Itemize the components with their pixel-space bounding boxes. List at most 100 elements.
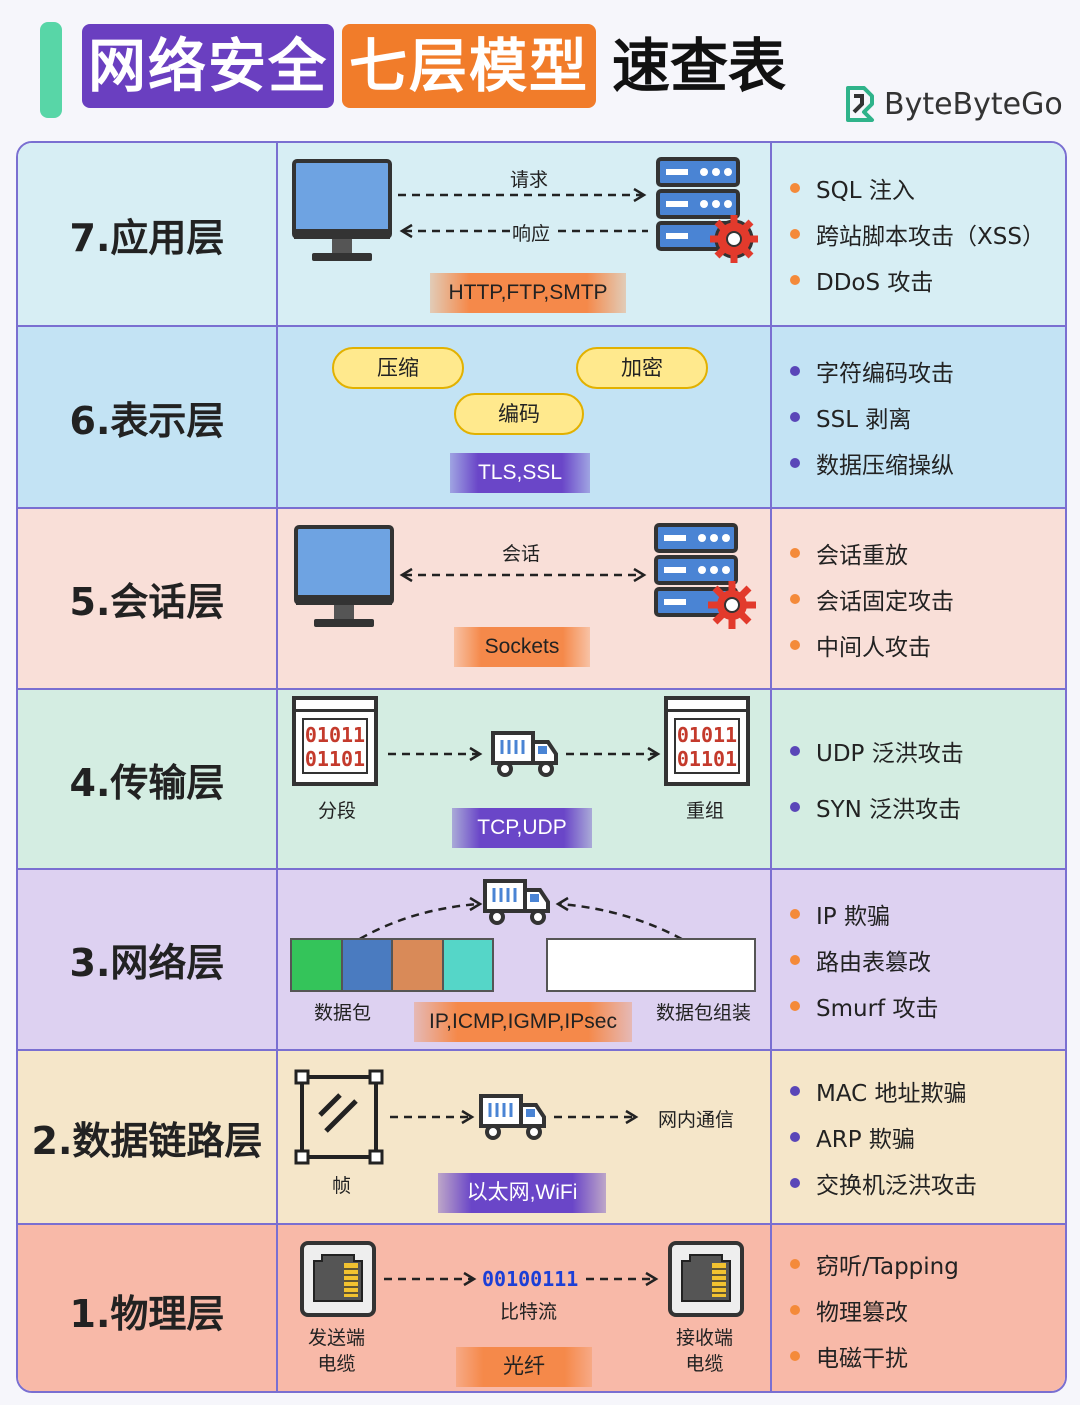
monitor-icon [294, 525, 394, 627]
layer-diagram: 数据包 数据包组装 IP,ICMP,IGMP,IPsec [278, 870, 772, 1049]
reassemble-label: 重组 [686, 800, 725, 822]
bullet-dot [790, 802, 800, 812]
binary-window-icon: 01011 01101 [292, 696, 378, 786]
bullet-dot [790, 1259, 800, 1269]
truck-icon [491, 731, 558, 777]
osi-table: 7.应用层 请求 响应 [16, 141, 1067, 1393]
arrow-dashed-right [390, 1109, 475, 1125]
layer-row-application: 7.应用层 请求 响应 [18, 143, 1065, 327]
layer-diagram: 发送端 电缆 00100111 比特流 接收端 电缆 [278, 1225, 772, 1391]
server-gear-icon [656, 157, 758, 263]
layer-name: 2.数据链路层 [18, 1051, 278, 1223]
threat-list: UDP 泛洪攻击 SYN 泛洪攻击 [772, 690, 1065, 868]
frame-icon [294, 1069, 384, 1165]
layer-name: 7.应用层 [18, 143, 278, 325]
bullet-dot [790, 275, 800, 285]
bullet-dot [790, 412, 800, 422]
binary-text: 01011 [676, 723, 738, 747]
packet-segment [342, 940, 393, 990]
layer-name: 3.网络层 [18, 870, 278, 1049]
binary-text: 01101 [304, 747, 366, 771]
threat-item: 物理篡改 [790, 1293, 1065, 1327]
arrow-dashed-bidirectional [399, 567, 647, 583]
threat-item: UDP 泛洪攻击 [790, 734, 1065, 768]
ethernet-port-icon [668, 1241, 744, 1317]
threat-item: 字符编码攻击 [790, 354, 1065, 388]
layer-diagram: 压缩 加密 编码 TLS,SSL [278, 327, 772, 507]
binary-window-icon: 01011 01101 [664, 696, 750, 786]
bitstream-value: 00100111 [482, 1267, 579, 1291]
binary-text: 01011 [304, 723, 366, 747]
bullet-dot [790, 1351, 800, 1361]
frame-label: 帧 [332, 1175, 352, 1197]
bullet-dot [790, 229, 800, 239]
packet-segment [292, 940, 343, 990]
bullet-dot [790, 183, 800, 193]
threat-item: 会话重放 [790, 536, 1065, 570]
threat-item: 跨站脚本攻击（XSS） [790, 217, 1065, 251]
threat-item: 路由表篡改 [790, 943, 1065, 977]
truck-icon [479, 1094, 546, 1140]
packet-assembly-label: 数据包组装 [656, 1002, 752, 1024]
bullet-dot [790, 908, 800, 919]
threat-list: IP 欺骗 路由表篡改 Smurf 攻击 [772, 870, 1065, 1049]
layer-row-network: 3.网络层 数据包 [18, 870, 1065, 1051]
bullet-dot [790, 1305, 800, 1315]
sender-label: 发送端 电缆 [308, 1327, 366, 1375]
threat-item: ARP 欺骗 [790, 1120, 1065, 1154]
threat-item: 中间人攻击 [790, 628, 1065, 662]
bullet-dot [790, 547, 800, 558]
pill-encrypt: 加密 [576, 347, 708, 389]
binary-text: 01101 [676, 747, 738, 771]
layer-diagram: 请求 响应 HTTP,FTP,SMTP [278, 143, 772, 325]
arrow-dashed-right [554, 1109, 639, 1125]
bullet-dot [790, 746, 800, 756]
threat-item: SSL 剥离 [790, 400, 1065, 434]
bullet-dot [790, 639, 800, 650]
bullet-dot [790, 1000, 800, 1011]
arrow-dashed-left [399, 223, 648, 239]
layer-name: 5.会话层 [18, 509, 278, 688]
threat-item: 电磁干扰 [790, 1339, 1065, 1373]
protocol-label: HTTP,FTP,SMTP [430, 273, 626, 313]
bullet-dot [790, 458, 800, 468]
title-part1: 网络安全 [82, 24, 334, 108]
brand-name: ByteByteGo [884, 86, 1063, 122]
arrow-dashed-right [388, 746, 483, 762]
packet-segment [393, 940, 444, 990]
lan-comm-label: 网内通信 [658, 1109, 735, 1131]
layer-name: 4.传输层 [18, 690, 278, 868]
request-label: 请求 [510, 169, 549, 191]
threat-item: DDoS 攻击 [790, 263, 1065, 297]
protocol-label: 光纤 [456, 1347, 592, 1387]
bullet-dot [790, 1086, 800, 1096]
protocol-label: Sockets [454, 627, 590, 667]
layer-row-datalink: 2.数据链路层 帧 [18, 1051, 1065, 1225]
arrow-dashed-right [586, 1271, 659, 1287]
assembled-packet [546, 938, 756, 992]
arrow-dashed-right [398, 187, 647, 203]
layer-row-session: 5.会话层 会话 [18, 509, 1065, 690]
threat-item: SYN 泛洪攻击 [790, 790, 1065, 824]
threat-item: 数据压缩操纵 [790, 446, 1065, 480]
protocol-label: TCP,UDP [452, 808, 592, 848]
bullet-dot [790, 593, 800, 604]
arrow-dashed-right [566, 746, 661, 762]
layer-diagram: 会话 Sockets [278, 509, 772, 688]
brand-logo: ByteByteGo [842, 78, 1063, 130]
monitor-icon [292, 159, 392, 261]
layer-row-physical: 1.物理层 发送端 电缆 00100111 比特流 [18, 1225, 1065, 1391]
protocol-label: IP,ICMP,IGMP,IPsec [414, 1002, 632, 1042]
threat-list: 窃听/Tapping 物理篡改 电磁干扰 [772, 1225, 1065, 1391]
bullet-dot [790, 366, 800, 376]
layer-row-presentation: 6.表示层 压缩 加密 编码 TLS,SSL 字符编码攻击 SSL 剥离 数据压… [18, 327, 1065, 509]
response-label: 响应 [510, 219, 553, 246]
layer-name: 6.表示层 [18, 327, 278, 507]
pill-compress: 压缩 [332, 347, 464, 389]
packet-label: 数据包 [314, 1002, 372, 1024]
segment-label: 分段 [318, 800, 357, 822]
title-part2: 七层模型 [342, 24, 596, 108]
threat-item: 交换机泛洪攻击 [790, 1166, 1065, 1200]
threat-item: 会话固定攻击 [790, 582, 1065, 616]
layer-name: 1.物理层 [18, 1225, 278, 1391]
